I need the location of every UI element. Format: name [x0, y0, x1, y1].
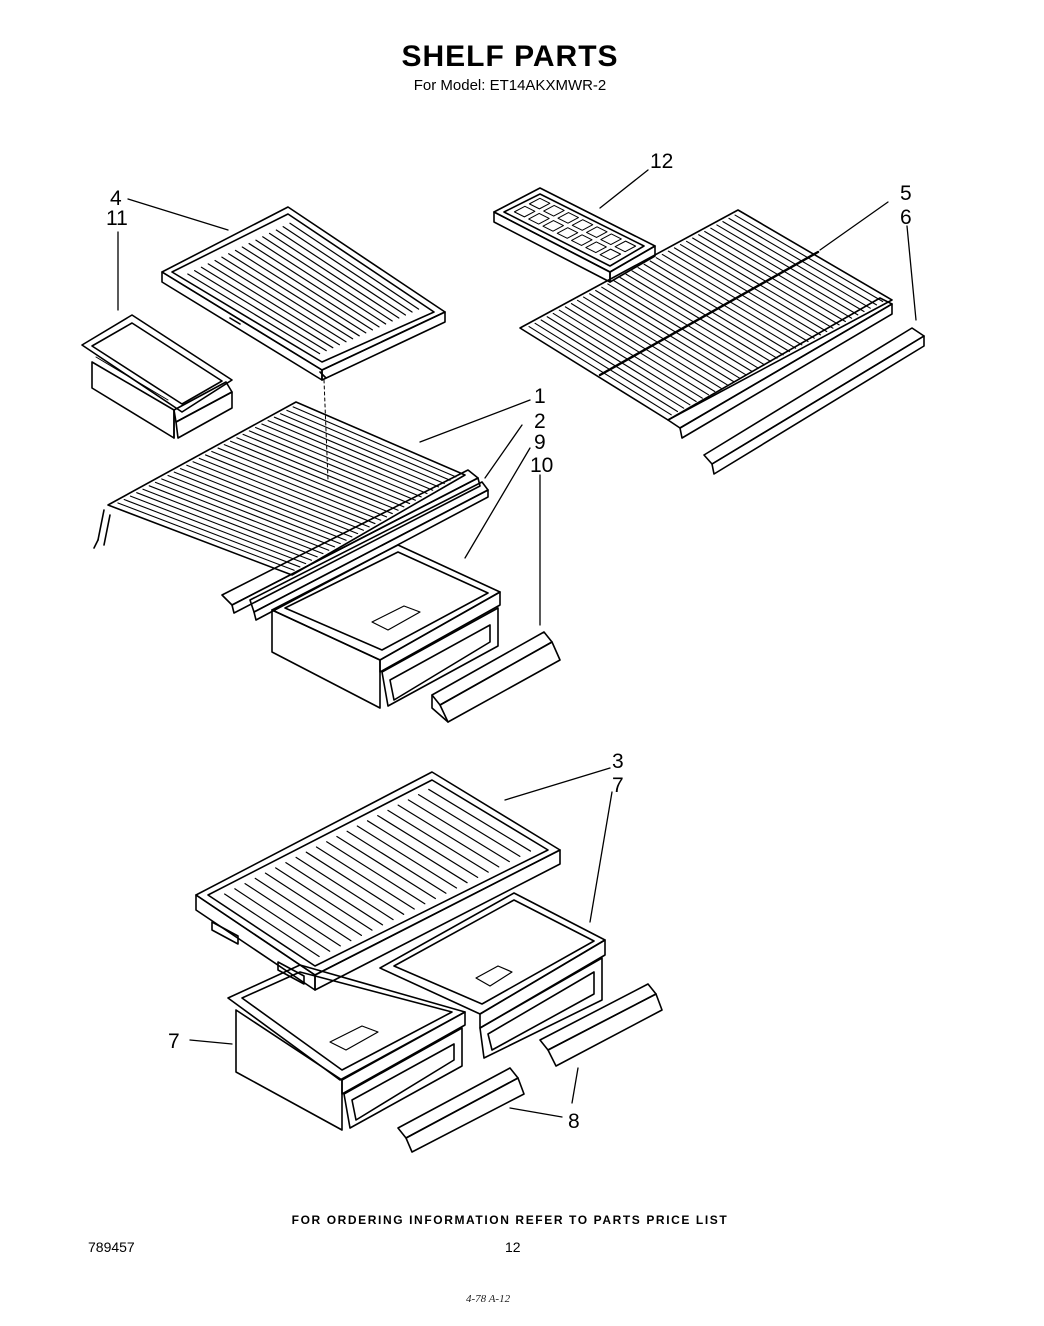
callout-11: 11 — [106, 207, 128, 230]
ordering-note: FOR ORDERING INFORMATION REFER TO PARTS … — [291, 1213, 729, 1227]
part-6-trim-strips — [667, 297, 925, 475]
leader-lines — [117, 169, 917, 1118]
callout-8: 8 — [568, 1110, 580, 1133]
part-7-crisper-drawer-left — [227, 964, 466, 1131]
part-7-crisper-drawer-right — [379, 892, 606, 1059]
part-2-shelf-trim — [221, 469, 489, 621]
part-3-glass-shelf — [195, 771, 561, 991]
model-subtitle: For Model: ET14AKXMWR-2 — [413, 77, 607, 94]
part-1-wire-shelf — [93, 401, 466, 576]
callout-3: 3 — [612, 750, 624, 773]
part-10-drawer-trim — [431, 631, 561, 723]
page-title: SHELF PARTS — [401, 40, 619, 73]
document-number: 789457 — [88, 1239, 135, 1255]
callout-7-left: 7 — [168, 1030, 180, 1053]
handwritten-note: 4-78 A-12 — [466, 1293, 511, 1305]
callout-7-right: 7 — [612, 774, 624, 797]
callout-5: 5 — [900, 182, 912, 205]
part-4-glass-shelf — [161, 206, 446, 481]
callout-9: 9 — [534, 431, 546, 454]
callout-10: 10 — [530, 454, 553, 477]
part-8-drawer-trims — [397, 983, 663, 1153]
page-number: 12 — [505, 1239, 521, 1255]
callout-12: 12 — [650, 150, 673, 173]
callout-1: 1 — [534, 385, 546, 408]
callout-4: 4 — [110, 187, 122, 210]
callout-6: 6 — [900, 206, 912, 229]
part-5-wire-shelf — [519, 209, 893, 421]
callout-2: 2 — [534, 410, 546, 433]
part-9-crisper-drawer — [271, 544, 501, 709]
part-12-ice-tray — [493, 187, 656, 283]
part-11-door-bin — [81, 314, 233, 439]
